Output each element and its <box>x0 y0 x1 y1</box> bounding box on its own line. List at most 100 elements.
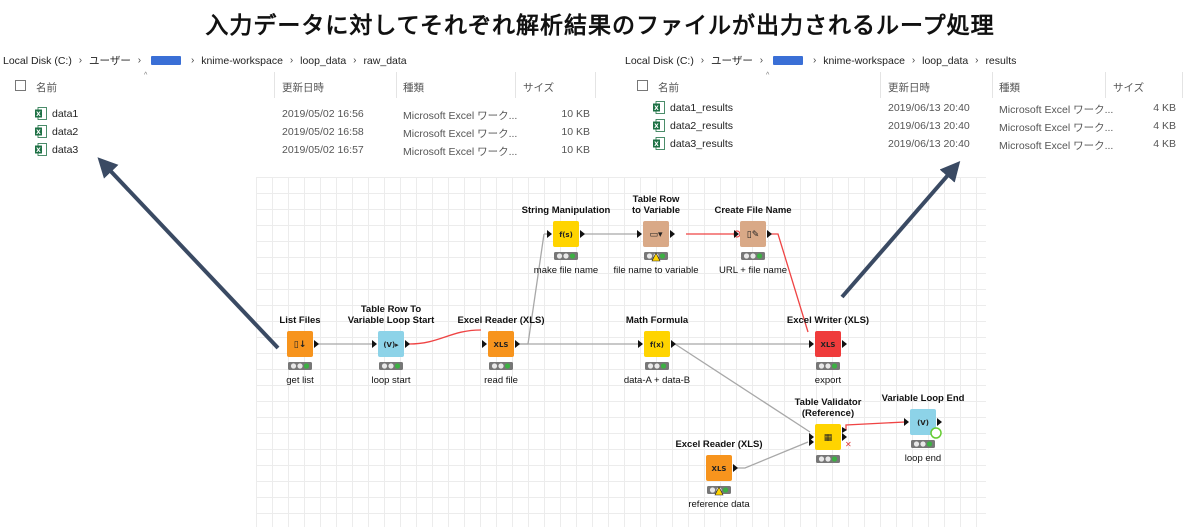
breadcrumb-loop-data[interactable]: loop_data <box>922 54 969 67</box>
breadcrumb-users[interactable]: ユーザー <box>89 55 131 67</box>
excel-file-icon: X <box>653 119 665 132</box>
node-title: Excel Writer (XLS) <box>787 315 869 326</box>
column-size[interactable]: サイズ <box>1113 82 1145 94</box>
status-light <box>394 363 401 369</box>
status-light <box>290 363 297 369</box>
breadcrumb-drive[interactable]: Local Disk (C:) <box>625 54 694 67</box>
output-port-icon <box>767 230 772 238</box>
inactive-port-icon: ✕ <box>845 440 852 449</box>
status-light <box>926 441 933 447</box>
excel-file-icon: X <box>653 137 665 150</box>
file-row[interactable]: X data1 2019/05/02 16:56 Microsoft Excel… <box>0 106 602 124</box>
node-title: Variable Loop Start <box>348 315 435 326</box>
edge-reader-to-string <box>519 233 545 345</box>
breadcrumb-users[interactable]: ユーザー <box>711 55 753 67</box>
excel-file-icon: X <box>35 143 47 156</box>
input-port-icon <box>809 340 814 348</box>
node-label: URL + file name <box>719 265 787 276</box>
file-size: 10 KB <box>561 144 590 156</box>
svg-text:X: X <box>36 111 41 118</box>
file-row[interactable]: X data3 2019/05/02 16:57 Microsoft Excel… <box>0 142 602 160</box>
breadcrumb-current[interactable]: results <box>985 54 1017 67</box>
node-label: read file <box>484 375 518 386</box>
file-type: Microsoft Excel ワーク... <box>403 110 518 122</box>
column-date[interactable]: 更新日時 <box>282 82 324 94</box>
column-name[interactable]: 名前 <box>36 82 57 94</box>
input-port-icon <box>809 438 814 446</box>
node-loop-end[interactable]: Variable Loop End(V)loop end <box>882 393 965 464</box>
node-title: Table Validator <box>795 397 862 408</box>
node-icon: ▯↓ <box>294 340 307 350</box>
status-light <box>818 363 825 369</box>
column-type[interactable]: 種類 <box>999 82 1020 94</box>
file-date: 2019/06/13 20:40 <box>888 102 970 114</box>
file-row[interactable]: X data2 2019/05/02 16:58 Microsoft Excel… <box>0 124 602 142</box>
output-port-icon <box>733 464 738 472</box>
node-body <box>910 409 936 435</box>
status-light <box>913 441 920 447</box>
node-body <box>706 455 732 481</box>
breadcrumb-loop-data[interactable]: loop_data <box>300 54 347 67</box>
workflow-canvas[interactable] <box>256 177 986 527</box>
breadcrumb[interactable]: Local Disk (C:) › ユーザー › › knime-workspa… <box>3 53 407 68</box>
breadcrumb-drive[interactable]: Local Disk (C:) <box>3 54 72 67</box>
breadcrumb-current[interactable]: raw_data <box>363 54 407 67</box>
file-row[interactable]: X data3_results 2019/06/13 20:40 Microso… <box>622 136 1200 154</box>
select-all-checkbox[interactable] <box>15 80 26 91</box>
excel-file-icon: X <box>35 107 47 120</box>
edge-ref-to-validator <box>737 441 809 469</box>
sort-up-icon: ^ <box>144 72 148 79</box>
file-type: Microsoft Excel ワーク... <box>999 122 1114 134</box>
status-light <box>831 363 838 369</box>
breadcrumb[interactable]: Local Disk (C:) › ユーザー › › knime-workspa… <box>625 53 1016 68</box>
chevron-right-icon: › <box>759 55 764 66</box>
status-light <box>646 253 653 259</box>
output-port-icon <box>842 427 847 433</box>
fv-validator-to-loopend <box>845 421 906 430</box>
file-row[interactable]: X data1_results 2019/06/13 20:40 Microso… <box>622 100 1200 118</box>
node-table-validator[interactable]: Table Validator(Reference)▦✕ <box>795 397 862 463</box>
status-light <box>659 253 666 259</box>
chevron-right-icon: › <box>289 55 294 66</box>
select-all-checkbox[interactable] <box>637 80 648 91</box>
arrow-to-raw-data <box>97 157 280 350</box>
node-create-file-name[interactable]: Create File Name▯✎URL + file name <box>714 205 791 276</box>
node-title: Excel Reader (XLS) <box>457 315 544 326</box>
status-light <box>498 363 504 369</box>
output-port-icon <box>671 340 676 348</box>
svg-text:X: X <box>654 105 659 112</box>
input-port-icon <box>547 230 552 238</box>
chevron-right-icon: › <box>353 55 357 66</box>
status-light <box>647 363 654 369</box>
status-light <box>743 253 750 259</box>
svg-text:X: X <box>36 147 41 154</box>
output-port-icon <box>842 433 847 441</box>
column-size[interactable]: サイズ <box>523 82 555 94</box>
node-label: loop start <box>371 375 410 386</box>
column-name[interactable]: 名前 <box>658 82 679 94</box>
node-icon: XLS <box>821 341 836 349</box>
breadcrumb-workspace[interactable]: knime-workspace <box>823 54 905 67</box>
node-body <box>740 221 766 247</box>
file-name: data2 <box>52 126 79 138</box>
explorer-results: Local Disk (C:) › ユーザー › › knime-workspa… <box>622 50 1200 162</box>
file-row[interactable]: X data2_results 2019/06/13 20:40 Microso… <box>622 118 1200 136</box>
file-date: 2019/05/02 16:56 <box>282 108 364 120</box>
breadcrumb-workspace[interactable]: knime-workspace <box>201 54 283 67</box>
column-date[interactable]: 更新日時 <box>888 82 930 94</box>
status-light <box>818 456 825 462</box>
node-list-files[interactable]: List Files▯↓get list <box>279 315 320 386</box>
status-light <box>556 253 563 259</box>
node-body <box>488 331 514 357</box>
column-type[interactable]: 種類 <box>403 82 424 94</box>
node-label: data-A + data-B <box>624 375 690 386</box>
file-type: Microsoft Excel ワーク... <box>999 104 1114 116</box>
